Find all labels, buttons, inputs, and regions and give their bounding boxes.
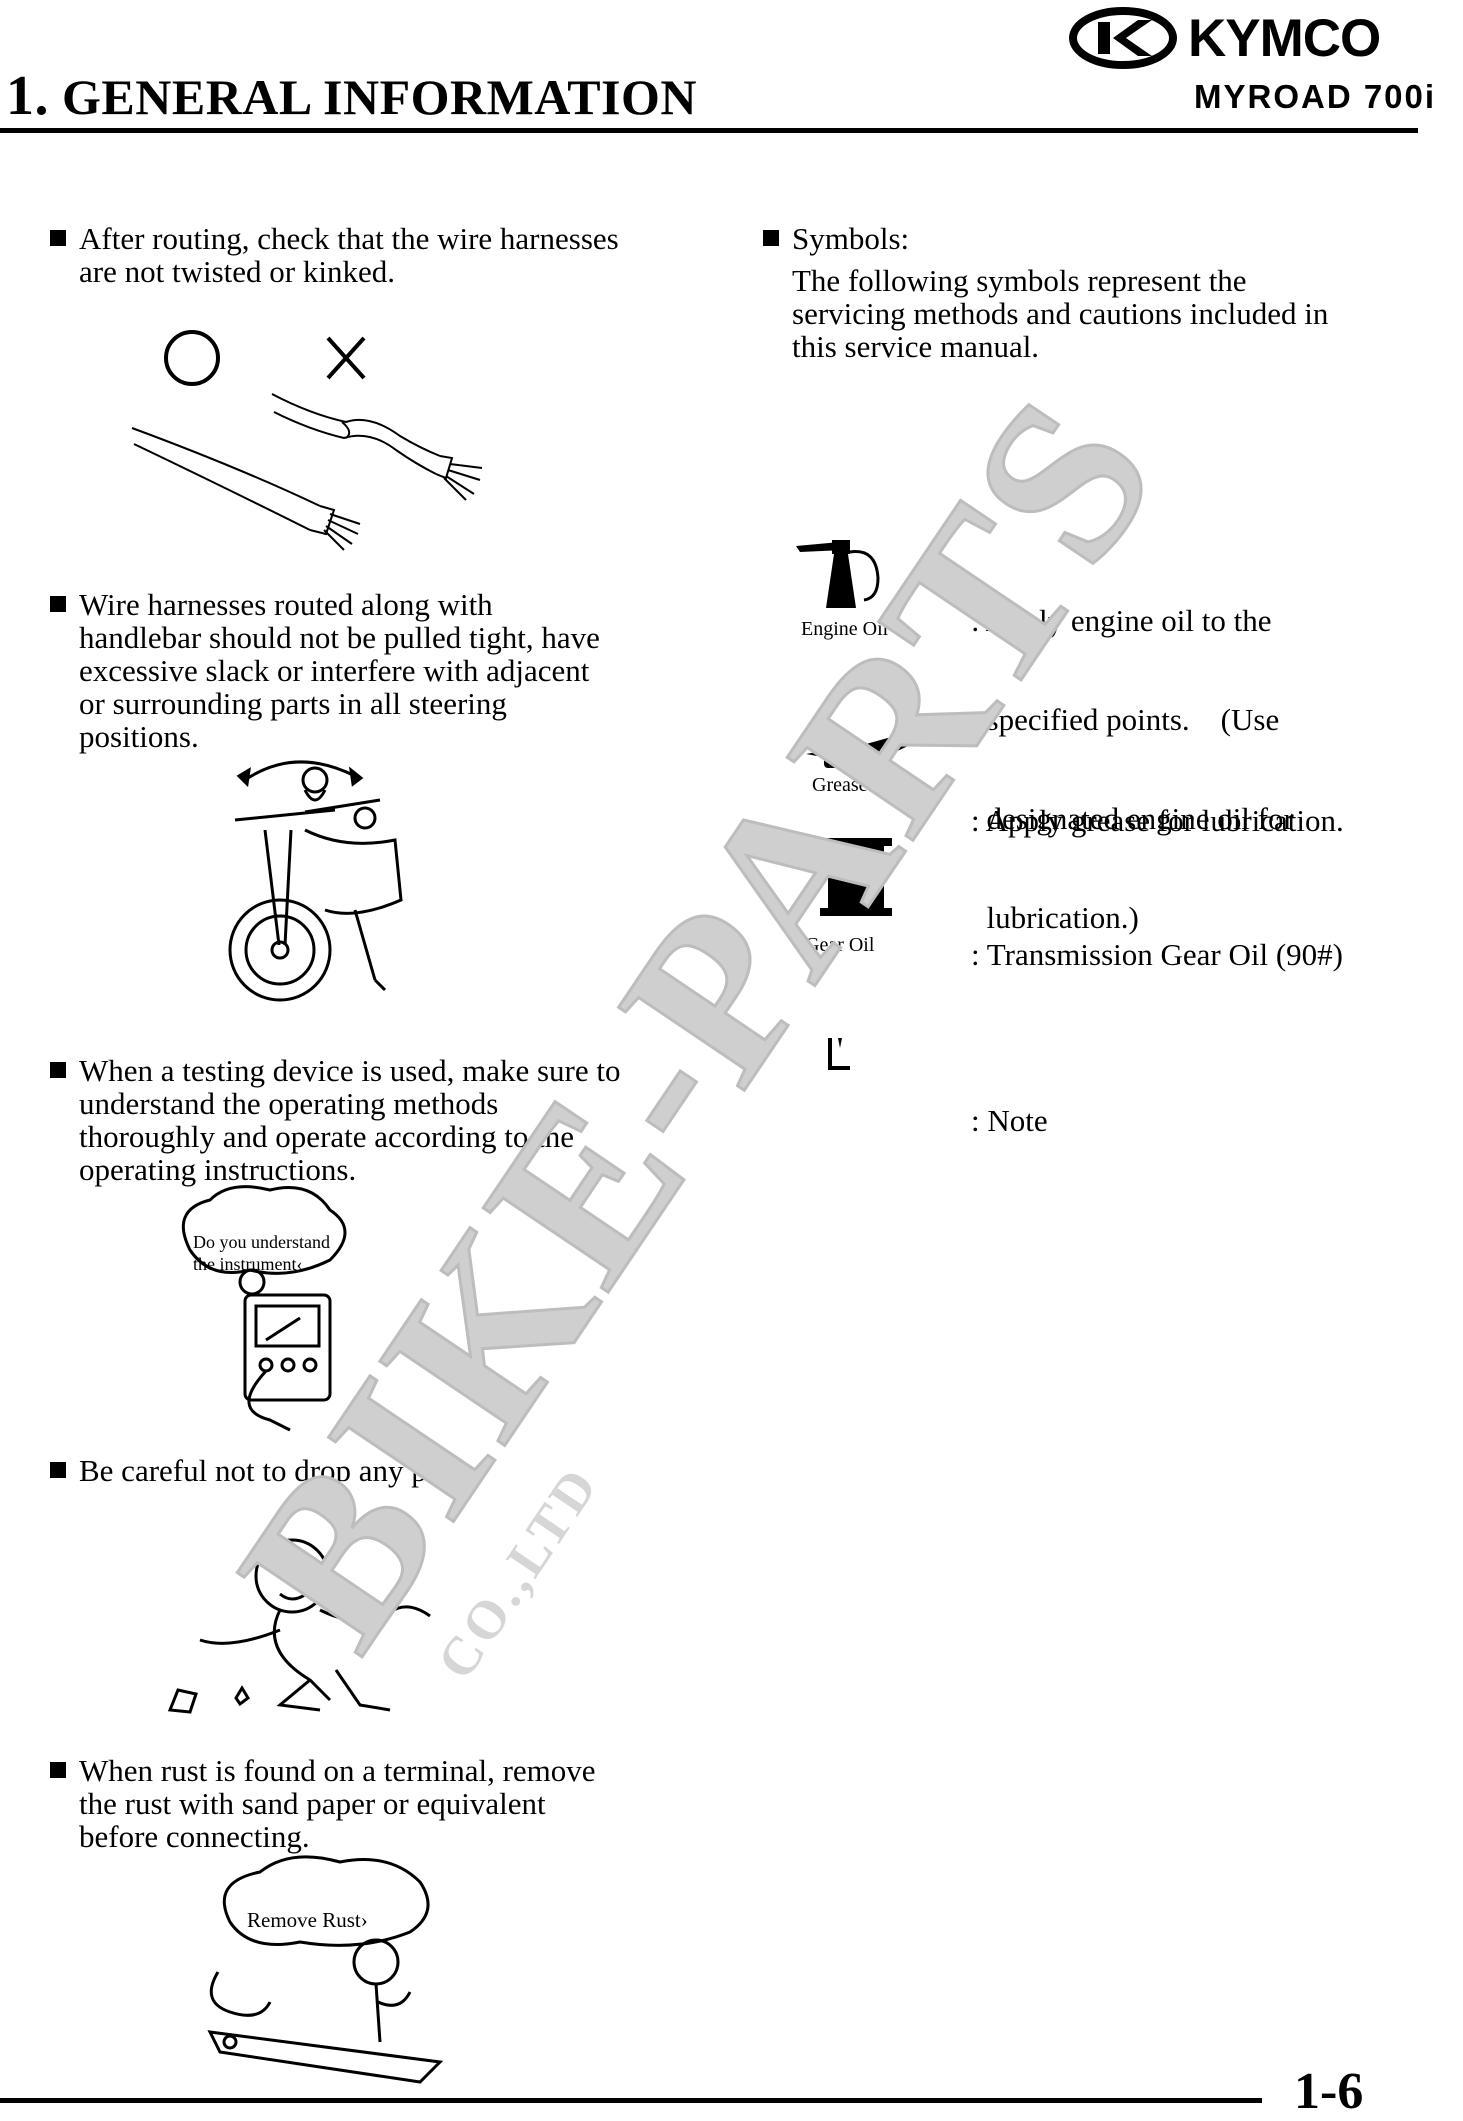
dropping-parts-illustration <box>167 1538 431 1714</box>
bubble-text: the instrument‹ <box>193 1254 303 1274</box>
footer-rule <box>0 2098 1262 2103</box>
symbol-description: : Apply grease for lubrication. <box>971 738 1411 870</box>
oil-can-icon <box>796 540 880 608</box>
text-line: before connecting. <box>79 1819 310 1854</box>
bullet-square-icon <box>50 1762 66 1778</box>
bullet-square-icon <box>50 1462 66 1478</box>
text-line: are not twisted or kinked. <box>79 254 395 289</box>
symbol-label: Gear Oil <box>805 934 875 956</box>
text-line: Be careful not to drop any parts. <box>79 1453 480 1488</box>
kymco-emblem-icon <box>1069 7 1177 69</box>
symbol-description: : Apply engine oil to the specified poin… <box>971 538 1411 967</box>
bullet-item: Wire harnesses routed along with handleb… <box>50 588 690 758</box>
model-name: MYROAD 700i <box>1194 78 1437 115</box>
brand-name: KYMCO <box>1188 9 1381 68</box>
text-line: handlebar should not be pulled tight, ha… <box>79 620 600 655</box>
symbols-intro: The following symbols represent the serv… <box>792 264 1432 363</box>
wire-harness-illustration <box>131 330 483 551</box>
bullet-item: When rust is found on a terminal, remove… <box>50 1754 690 1864</box>
correct-circle-icon <box>164 330 220 386</box>
text-line: servicing methods and cautions included … <box>792 296 1329 331</box>
bullet-item: When a testing device is used, make sure… <box>50 1054 690 1194</box>
chapter-heading: 1. GENERAL INFORMATION <box>6 64 697 128</box>
chapter-title: GENERAL INFORMATION <box>62 69 698 125</box>
gear-oil-container-icon <box>820 838 892 916</box>
bullet-item: After routing, check that the wire harne… <box>50 222 690 292</box>
testing-device-illustration <box>181 1185 347 1432</box>
symbols-heading: Symbols: <box>763 222 1423 262</box>
text-line: the rust with sand paper or equivalent <box>79 1786 546 1821</box>
text-line: designated engine oil for <box>971 801 1294 836</box>
text-line: lubrication.) <box>971 900 1139 935</box>
bullet-item: Be careful not to drop any parts. <box>50 1454 690 1494</box>
text-line: or surrounding parts in all steering <box>79 686 507 721</box>
grease-gun-icon <box>806 734 908 768</box>
symbol-label: Grease <box>812 774 868 796</box>
text-line: Wire harnesses routed along with <box>79 587 493 622</box>
text-line: : Apply engine oil to the <box>971 603 1272 638</box>
symbol-label: Engine Oil <box>801 618 889 640</box>
kymco-logo: KYMCO <box>1068 6 1413 70</box>
chapter-number: 1. <box>6 65 49 127</box>
symbol-description: : Transmission Gear Oil (90#) <box>971 872 1411 1004</box>
text-line: When rust is found on a terminal, remove <box>79 1753 596 1788</box>
bullet-square-icon <box>50 1062 66 1078</box>
text-line: : Transmission Gear Oil (90#) <box>971 937 1343 972</box>
text-line: thoroughly and operate according to the <box>79 1119 574 1154</box>
text-line: : Note <box>971 1103 1048 1138</box>
bullet-square-icon <box>50 230 66 246</box>
bullet-square-icon <box>50 596 66 612</box>
text-line: excessive slack or interfere with adjace… <box>79 653 590 688</box>
text-line: : Apply grease for lubrication. <box>971 803 1344 838</box>
bubble-text: Do you understand <box>193 1232 330 1252</box>
text-line: positions. <box>79 719 199 754</box>
page-number: 1-6 <box>1294 2063 1364 2120</box>
header-rule <box>0 128 1418 133</box>
note-icon <box>828 1038 850 1070</box>
wrong-cross-icon <box>326 336 366 380</box>
symbol-description: : Note <box>971 1038 1411 1170</box>
motorcycle-steering-illustration <box>228 760 403 1002</box>
text-line: operating instructions. <box>79 1152 357 1187</box>
text-line: After routing, check that the wire harne… <box>79 221 619 256</box>
text-line: When a testing device is used, make sure… <box>79 1053 621 1088</box>
bubble-text: Remove Rust› <box>247 1908 368 1932</box>
text-line: specified points. (Use <box>971 702 1280 737</box>
text-line: this service manual. <box>792 329 1040 364</box>
text-line: understand the operating methods <box>79 1086 499 1121</box>
text-line: The following symbols represent the <box>792 263 1247 298</box>
remove-rust-illustration <box>207 1855 444 2084</box>
bullet-square-icon <box>763 230 779 246</box>
